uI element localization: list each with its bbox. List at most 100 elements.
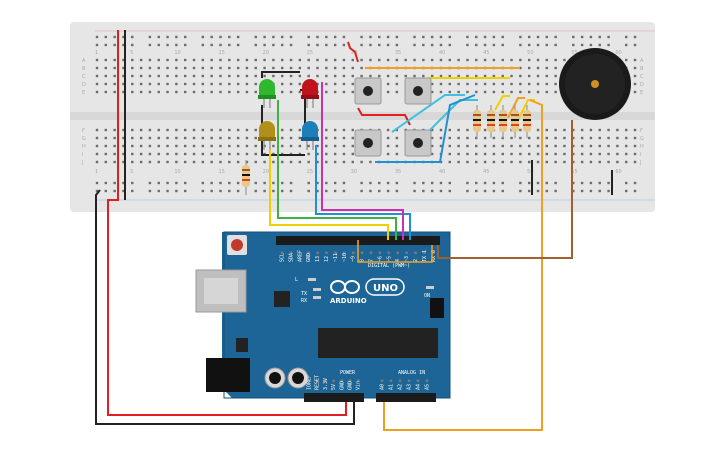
red-led: [301, 79, 319, 108]
pin-label: IOREF: [307, 375, 313, 390]
column-number: 45: [483, 169, 489, 175]
row-letter: I: [640, 152, 641, 158]
pushbutton-2: [404, 77, 432, 105]
pin-label: ~9: [351, 256, 357, 262]
row-letter: H: [640, 144, 644, 150]
analog-in-label: ANALOG IN: [398, 370, 425, 376]
pin-label: GND: [339, 381, 345, 390]
resistor-4: [511, 105, 519, 138]
pin-label: 5V: [331, 384, 337, 390]
row-letter: B: [640, 66, 644, 72]
row-letter: A: [640, 58, 644, 64]
pin-label: SDA: [288, 253, 294, 262]
row-letter: B: [82, 66, 86, 72]
leds: [258, 79, 319, 150]
pin-label: ~10: [342, 253, 348, 262]
column-number: 5: [130, 50, 133, 56]
column-number: 10: [174, 169, 180, 175]
column-number: 45: [483, 50, 489, 56]
column-number: 25: [307, 50, 313, 56]
pin-label: GND: [306, 253, 312, 262]
pin-label: TX 1: [422, 250, 428, 262]
pin-label: A5: [425, 384, 431, 390]
column-number: 35: [395, 169, 401, 175]
pin-label: ~6: [377, 256, 383, 262]
arduino-wires: [95, 30, 573, 431]
pin-label: 3.3V: [323, 378, 329, 390]
analog-header: [376, 393, 436, 402]
row-letter: J: [639, 160, 641, 166]
row-letter: C: [82, 74, 86, 80]
row-letter: G: [640, 136, 644, 142]
breadboard-column-numbers: 1155101015152020252530303535404045455050…: [95, 50, 622, 175]
resistor-5: [523, 105, 531, 138]
pin-label: ~11: [333, 253, 339, 262]
column-number: 1: [95, 169, 98, 175]
piezo-buzzer: [559, 48, 631, 120]
rx-label: RX: [301, 298, 307, 304]
uno-model: UNO: [373, 283, 398, 294]
pin-label: ~3: [404, 256, 410, 262]
breadboard-wires: [124, 30, 613, 200]
pushbutton-3: [354, 129, 382, 157]
pin-label: 2: [413, 259, 419, 262]
on-label: ON: [424, 293, 430, 299]
pin-label: AREF: [297, 250, 303, 262]
pin-label: 7: [369, 259, 375, 262]
column-number: 25: [307, 169, 313, 175]
column-number: 50: [527, 50, 533, 56]
column-number: 30: [351, 169, 357, 175]
green-led: [258, 79, 276, 108]
row-letter: F: [640, 128, 643, 134]
resistor-3: [499, 105, 507, 138]
reset-button-icon: [231, 239, 243, 251]
power-label: POWER: [340, 370, 356, 376]
pin-label: A2: [398, 384, 404, 390]
pin-label: SCL: [280, 253, 286, 262]
column-number: 15: [218, 50, 224, 56]
column-number: 30: [351, 50, 357, 56]
row-letter: J: [81, 160, 83, 166]
tx-label: TX: [301, 291, 307, 297]
row-letter: D: [640, 82, 644, 88]
column-number: 20: [263, 169, 269, 175]
power-jack: [206, 358, 250, 392]
arduino-brand: ARDUINO: [330, 297, 367, 305]
pushbutton-1: [354, 77, 382, 105]
pin-label: Vin: [356, 381, 362, 390]
arduino-logo: ARDUINO UNO: [330, 278, 405, 305]
row-letter: E: [82, 90, 85, 96]
pin-label: ~5: [386, 256, 392, 262]
l-label: L: [295, 277, 298, 283]
row-letter: E: [640, 90, 643, 96]
column-number: 40: [439, 169, 445, 175]
microcontroller-chip: [318, 328, 438, 358]
resistor-1: [473, 105, 481, 138]
pin-label: A3: [407, 384, 413, 390]
pin-label: RESET: [315, 375, 321, 390]
pin-label: A0: [380, 384, 386, 390]
row-letter: C: [640, 74, 644, 80]
row-letter: F: [82, 128, 85, 134]
column-number: 10: [174, 50, 180, 56]
column-number: 60: [615, 50, 621, 56]
column-number: 5: [130, 169, 133, 175]
column-number: 1: [95, 50, 98, 56]
pin-label: 13: [315, 256, 321, 262]
column-number: 60: [615, 169, 621, 175]
pin-label: 8: [360, 259, 366, 262]
pin-label: A1: [389, 384, 395, 390]
yellow-led: [258, 121, 276, 150]
row-letter: D: [82, 82, 86, 88]
column-number: 50: [527, 169, 533, 175]
pin-label: RX 0: [431, 250, 437, 262]
pin-label: A4: [416, 384, 422, 390]
power-header: [304, 393, 364, 402]
row-letter: G: [82, 136, 86, 142]
pin-label: 12: [324, 256, 330, 262]
